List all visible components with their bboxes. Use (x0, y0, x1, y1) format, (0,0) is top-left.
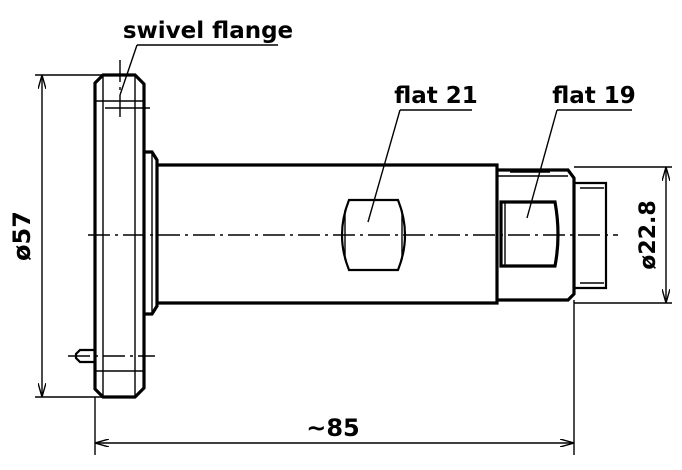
dia-57-label: ø57 (8, 211, 36, 261)
leader-swivel-flange: swivel flange (119, 18, 293, 96)
dimension-dia-22-8: ø22.8 (574, 166, 672, 304)
leader-flat-19: flat 19 (526, 83, 636, 219)
flat-19-label: flat 19 (552, 83, 636, 109)
main-body (157, 163, 499, 305)
leader-flat-21: flat 21 (367, 83, 478, 223)
flange-hub (144, 150, 159, 316)
swivel-flange-part (68, 60, 155, 399)
dia-22-8-label: ø22.8 (636, 200, 661, 269)
dimension-dia-57: ø57 (8, 74, 103, 398)
length-85-label: ~85 (306, 414, 360, 442)
dimension-length-85: ~85 (94, 300, 575, 455)
flat-21-label: flat 21 (394, 83, 478, 109)
swivel-flange-label: swivel flange (123, 18, 293, 44)
